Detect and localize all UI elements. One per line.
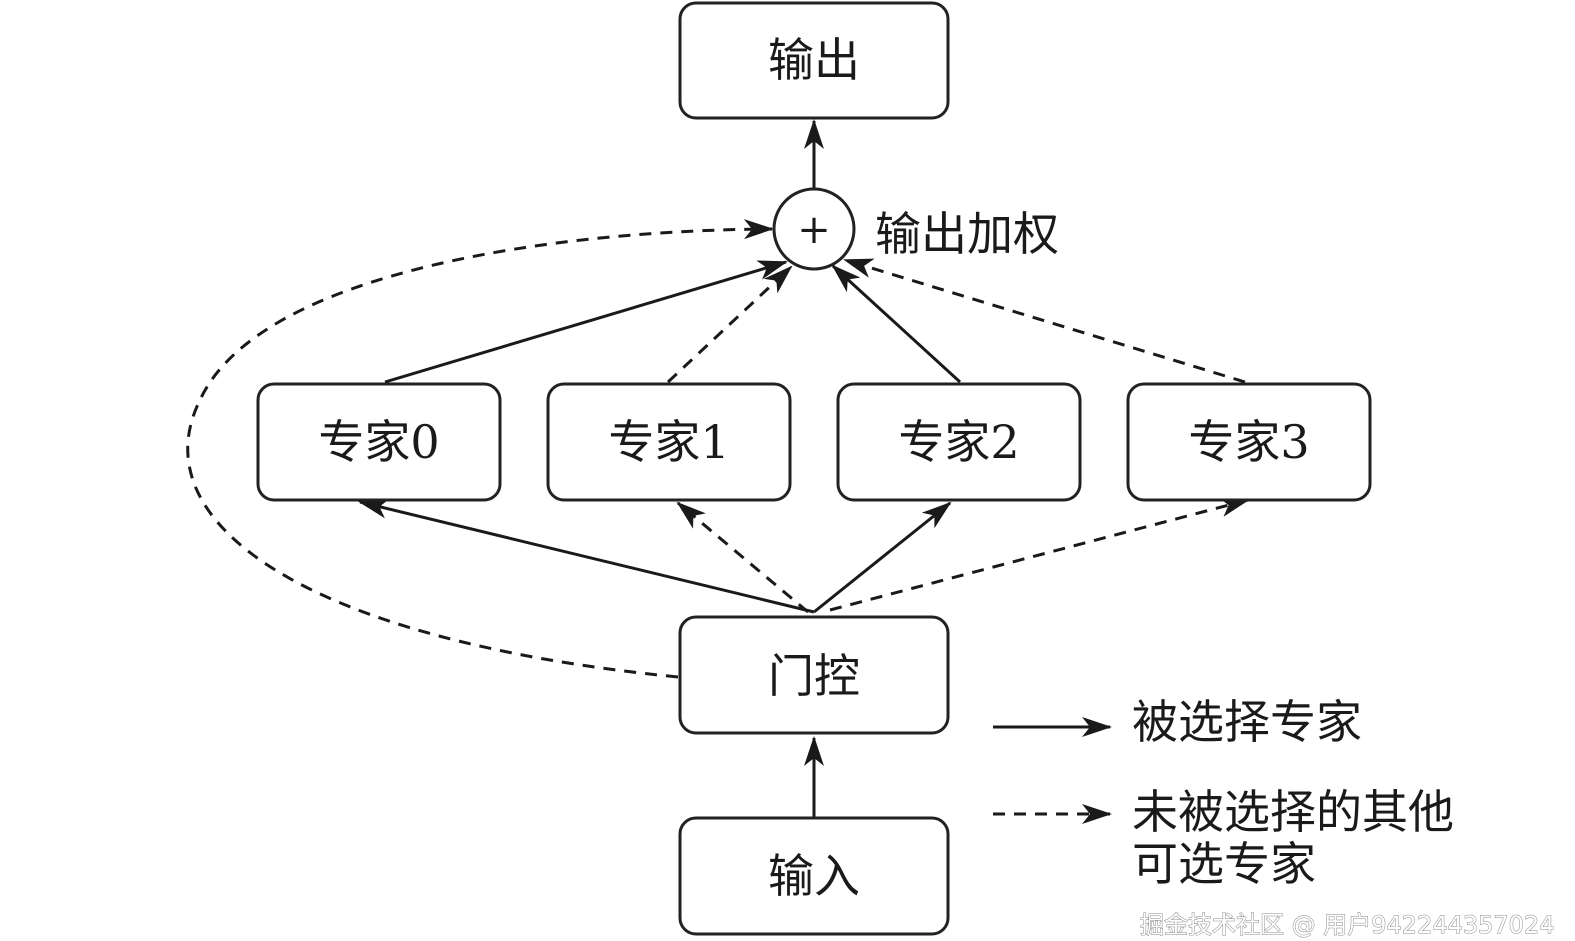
- edge-expert1-sum: [666, 265, 793, 384]
- legend-dashed-label-2: 可选专家: [1132, 837, 1316, 891]
- expert-label: 专家2: [898, 415, 1019, 469]
- node-expert-3: 专家3: [1126, 382, 1372, 502]
- node-weighted-sum: + 输出加权: [772, 187, 1059, 271]
- edge-gate-expert3: [829, 497, 1250, 612]
- legend: 被选择专家 未被选择的其他 可选专家: [993, 695, 1454, 891]
- edge-gate-weights: [186, 219, 774, 679]
- node-expert-0: 专家0: [256, 382, 502, 502]
- weighting-label: 输出加权: [875, 207, 1059, 261]
- edge-expert3-sum: [843, 258, 1246, 384]
- plus-symbol: +: [797, 207, 831, 253]
- expert-label: 专家3: [1188, 415, 1309, 469]
- legend-dashed-label: 未被选择的其他: [1132, 785, 1454, 839]
- edge-gate-expert1: [676, 501, 809, 614]
- output-label: 输出: [768, 33, 860, 87]
- input-label: 输入: [768, 849, 860, 903]
- gate-label: 门控: [768, 649, 860, 703]
- node-expert-2: 专家2: [836, 382, 1082, 502]
- node-expert-1: 专家1: [546, 382, 792, 502]
- edge-gate-expert2: [813, 501, 952, 614]
- edge-gate-expert0: [358, 498, 815, 614]
- legend-solid-label: 被选择专家: [1132, 695, 1362, 749]
- expert-label: 专家0: [318, 415, 439, 469]
- edge-expert0-sum: [384, 260, 788, 384]
- node-input: 输入: [678, 816, 950, 936]
- watermark: 掘金技术社区 @ 用户9422443570​24: [1140, 911, 1555, 939]
- node-gate: 门控: [678, 615, 950, 735]
- edge-expert2-sum: [831, 264, 962, 384]
- expert-label: 专家1: [608, 415, 729, 469]
- node-output: 输出: [678, 1, 950, 120]
